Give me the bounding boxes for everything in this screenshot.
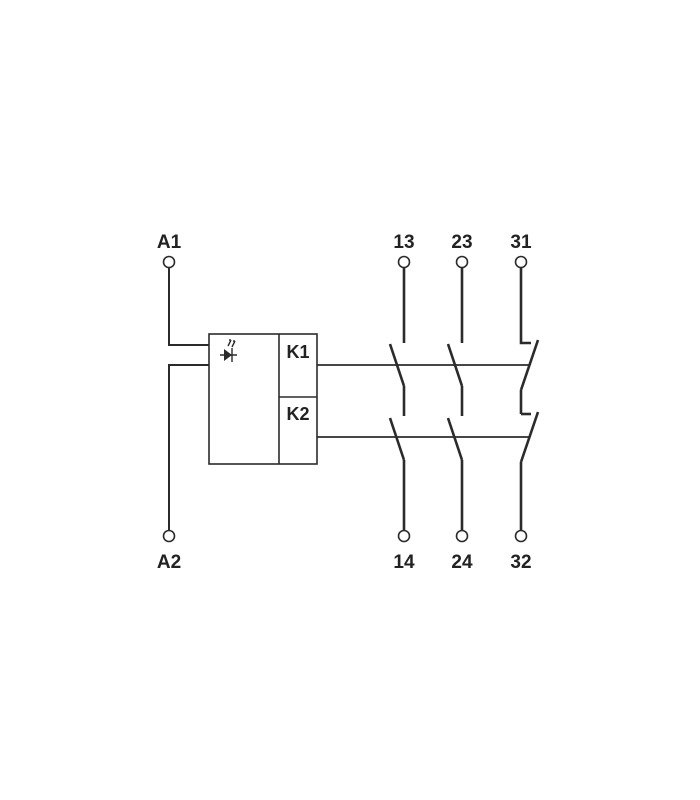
contact-label-14: 14 (393, 552, 415, 573)
terminal-13 (397, 255, 411, 269)
contact-label-23: 23 (451, 232, 472, 253)
contact-23-blade (446, 343, 464, 387)
terminal-label-a2: A2 (157, 552, 181, 573)
wire-a2 (168, 364, 209, 530)
contact-label-13: 13 (393, 232, 414, 253)
contact-label-24: 24 (451, 552, 473, 573)
contact-label-32: 32 (510, 552, 531, 573)
relay-label-k1: K1 (286, 342, 309, 362)
contact-31-upper-lead (519, 268, 531, 345)
relay-label-k2: K2 (286, 404, 309, 424)
wire-a1 (168, 268, 209, 346)
contact-label-31: 31 (510, 232, 532, 253)
contact-14-blade (388, 417, 406, 461)
contact-13-blade (388, 343, 406, 387)
terminal-23 (455, 255, 469, 269)
contact-24-blade (446, 417, 464, 461)
terminal-label-a1: A1 (157, 232, 182, 253)
contact-32-blade (519, 411, 540, 463)
terminal-24 (455, 529, 469, 543)
terminal-31 (514, 255, 528, 269)
diode-symbol-icon (220, 339, 237, 362)
terminal-32 (514, 529, 528, 543)
terminal-14 (397, 529, 411, 543)
terminal-a2 (162, 529, 176, 543)
terminal-a1 (162, 255, 176, 269)
contact-31-blade (519, 339, 540, 391)
